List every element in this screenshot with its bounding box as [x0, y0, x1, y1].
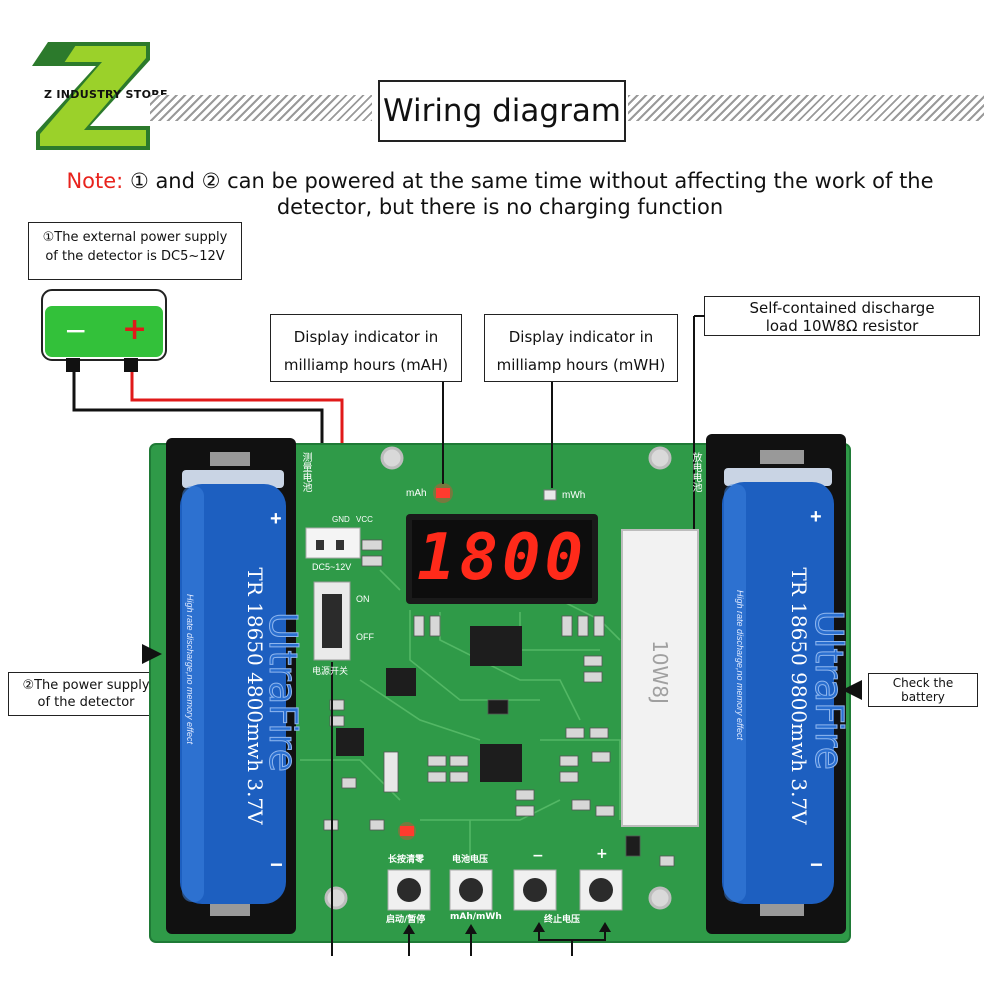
- btn34-bottom-label: 终止电压: [544, 915, 581, 925]
- ic-chip: [386, 668, 416, 696]
- callout-line: milliamp hours (mAH): [283, 356, 449, 374]
- battery-left-brand: UltraFire: [261, 612, 306, 773]
- note-line1: ① and ② can be powered at the same time …: [129, 169, 934, 193]
- status-led: [400, 826, 414, 836]
- note-label: Note:: [66, 169, 124, 193]
- battery-left-text: TR 18650 4800mwh 3.7V: [243, 567, 267, 825]
- btn1-bottom-label: 启动/暂停: [386, 915, 426, 925]
- power-plus-label: +: [122, 312, 148, 347]
- gnd-label: GND: [332, 515, 350, 524]
- mah-led: [436, 488, 450, 498]
- arrow-power-supply: [142, 644, 162, 664]
- power-minus-label: −: [64, 314, 88, 347]
- store-name: Z INDUSTRY STORE: [44, 88, 168, 101]
- mwh-label: mWh: [562, 490, 586, 501]
- ic-chip: [336, 728, 364, 756]
- vcc-label: VCC: [356, 515, 373, 524]
- page-title: Wiring diagram: [378, 80, 626, 142]
- smd-components: [323, 539, 675, 867]
- callout-line: Check the: [892, 676, 954, 690]
- switch-label: 电源开关: [312, 667, 349, 677]
- btn3-top-label: −: [532, 848, 544, 864]
- mount-holes: [324, 446, 672, 910]
- callout-line: Self-contained discharge: [749, 299, 935, 317]
- callout-power-supply: ②The power supply of the detector: [8, 672, 164, 716]
- callout-line: ②The power supply: [22, 678, 150, 693]
- battery-right-minus: −: [810, 852, 823, 877]
- on-label: ON: [356, 594, 370, 604]
- callout-mwh-indicator: Display indicator in milliamp hours (mWH…: [484, 314, 678, 382]
- hatch-left: [150, 95, 372, 121]
- battery-left: [180, 470, 286, 904]
- callout-line: of the detector is DC5~12V: [45, 248, 225, 264]
- store-logo: [18, 38, 168, 158]
- ic-chip: [480, 744, 522, 782]
- hatch-right: [628, 95, 984, 121]
- callout-line: battery: [901, 690, 945, 704]
- display-value: 1800: [416, 521, 588, 595]
- ic-chip: [470, 626, 522, 666]
- battery-left-plus: +: [270, 508, 282, 530]
- battery-left-small: High rate discharge,no memory effect: [185, 593, 195, 745]
- dc-label: DC5~12V: [312, 562, 352, 572]
- note-text: Note: ① and ② can be powered at the same…: [0, 168, 1000, 220]
- callout-line: of the detector: [37, 695, 135, 710]
- btn2-top-label: 电池电压: [452, 855, 489, 865]
- battery-right-plus: +: [810, 506, 822, 528]
- external-power-block: [41, 289, 167, 372]
- note-line2: detector, but there is no charging funct…: [276, 195, 724, 219]
- battery-right-text: TR 18650 9800mwh 3.7V: [787, 567, 811, 825]
- holder-left-label: 测量电池: [300, 452, 311, 492]
- callout-line: Display indicator in: [293, 328, 439, 346]
- discharge-resistor: [621, 529, 699, 827]
- btn1-top-label: 长按清零: [388, 855, 425, 865]
- off-label: OFF: [356, 632, 374, 642]
- battery-right-brand: UltraFire: [807, 610, 852, 771]
- btn2-bottom-label: mAh/mWh: [450, 912, 502, 922]
- callout-check-battery: Check the battery: [868, 673, 978, 707]
- battery-right-small: High rate discharge,no memory effect: [735, 589, 745, 741]
- resistor-marking: 10W8J: [648, 640, 672, 704]
- callout-line: Display indicator in: [508, 328, 654, 346]
- battery-right: [722, 468, 834, 904]
- mah-label: mAh: [406, 488, 427, 499]
- callout-line: milliamp hours (mWH): [496, 356, 666, 374]
- callout-external-power: ①The external power supply of the detect…: [28, 222, 242, 280]
- callout-line: ①The external power supply: [42, 230, 228, 245]
- callout-resistor: Self-contained discharge load 10W8Ω resi…: [704, 296, 980, 336]
- battery-left-minus: −: [270, 852, 283, 877]
- tact-buttons: [387, 869, 623, 911]
- callout-mah-indicator: Display indicator in milliamp hours (mAH…: [270, 314, 462, 382]
- callout-line: load 10W8Ω resistor: [765, 317, 919, 335]
- holder-right-label: 放电电池: [690, 452, 701, 492]
- seven-seg-display: [406, 514, 598, 604]
- mwh-led: [543, 489, 557, 501]
- dc-connector: [305, 527, 361, 559]
- arrow-check-battery: [842, 680, 862, 700]
- btn4-top-label: +: [596, 846, 608, 862]
